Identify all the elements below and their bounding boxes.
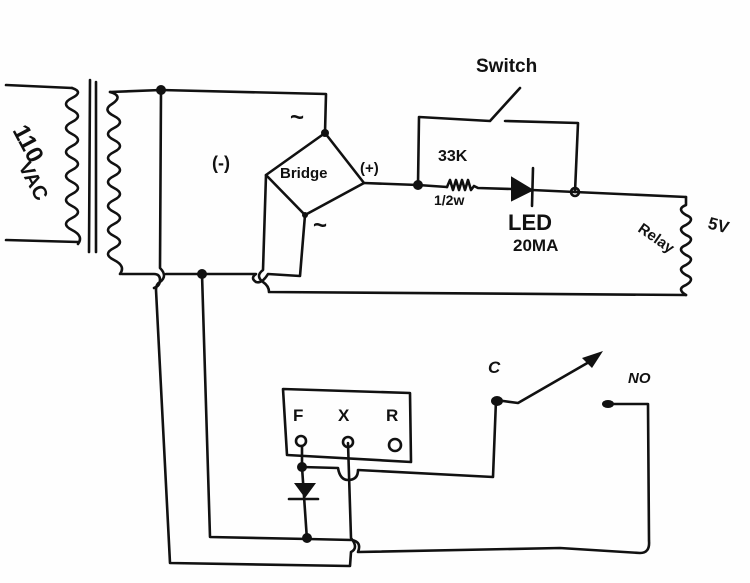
- transformer-core: [87, 78, 98, 254]
- ac-bottom-label: ~: [313, 212, 328, 239]
- resistor-power-label: 1/2w: [434, 192, 465, 208]
- primary-coil: [64, 86, 82, 246]
- terminal-r-label: R: [386, 406, 399, 425]
- wire-secondary-bottom: [120, 213, 307, 290]
- contact-no-label: NO: [628, 370, 651, 387]
- terminal-r-screw: [387, 437, 403, 453]
- terminal-f-screw: [294, 434, 308, 448]
- contact-c-dot: [491, 396, 503, 406]
- junction-dot: [156, 85, 166, 95]
- led-symbol: [511, 176, 535, 202]
- led-current-label: 20MA: [513, 236, 559, 255]
- wire-bridge-positive: [362, 181, 449, 189]
- resistor-value-label: 33K: [438, 148, 468, 165]
- primary-lead-bottom: [4, 238, 80, 244]
- wire-f-to-c: [300, 356, 598, 482]
- junction-dot: [569, 186, 581, 198]
- switch-loop: [416, 86, 580, 194]
- wire-bridge-negative: [257, 173, 688, 297]
- terminal-x-label: X: [338, 406, 350, 425]
- junction-dot: [413, 180, 423, 190]
- bridge-positive-label: (+): [360, 160, 379, 177]
- terminal-x-screw: [341, 435, 355, 449]
- junction-dot: [321, 129, 329, 137]
- led-label: LED: [508, 210, 552, 235]
- primary-lead-top: [4, 83, 74, 90]
- wire-left-loop: [154, 88, 357, 568]
- junction-dot: [302, 212, 308, 218]
- bridge-label: Bridge: [280, 165, 328, 182]
- junction-dot: [297, 462, 307, 472]
- terminal-f-label: F: [293, 406, 304, 425]
- switch-label: Switch: [476, 56, 538, 77]
- switch-arm-arrow: [582, 351, 603, 368]
- contact-common-label: C: [488, 358, 501, 377]
- diode-symbol: [294, 483, 316, 498]
- contact-no-dot: [602, 400, 614, 408]
- secondary-coil: [106, 90, 124, 276]
- junction-dot: [302, 533, 312, 543]
- wire-top: [108, 88, 328, 135]
- junction-dot: [197, 269, 207, 279]
- bridge-negative-label: (-): [212, 153, 230, 173]
- led-bar: [530, 166, 688, 208]
- relay-coil: [679, 195, 693, 297]
- thermostat-box: [281, 387, 413, 464]
- resistor: [445, 178, 514, 192]
- wire-common: [200, 272, 651, 555]
- ac-top-label: ~: [290, 104, 305, 131]
